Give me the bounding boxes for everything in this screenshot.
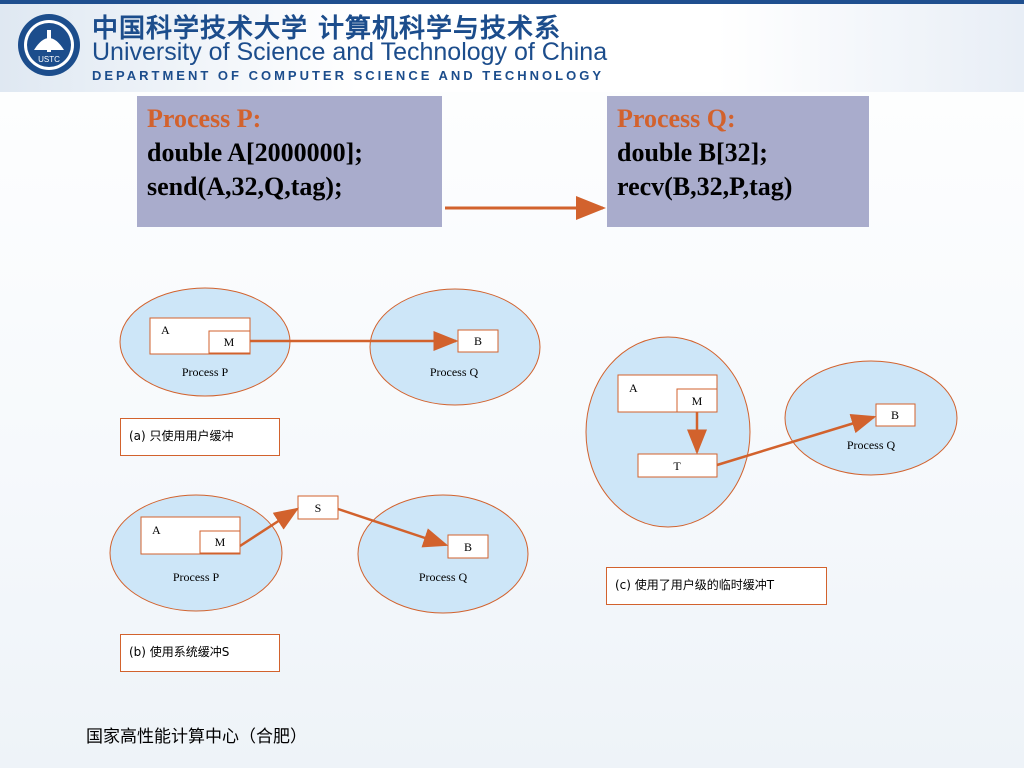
a-buffer-m-label: M <box>224 335 235 349</box>
c-buffer-a-label: A <box>629 381 638 395</box>
c-buffer-m-label: M <box>692 394 703 408</box>
process-q-code-box: Process Q: double B[32]; recv(B,32,P,tag… <box>607 96 869 227</box>
b-arrow-s-to-b <box>337 507 449 548</box>
b-buffer-a-label: A <box>152 523 161 537</box>
b-buffer-s <box>297 495 339 520</box>
a-buffer-b-label: B <box>474 334 482 348</box>
b-buffer-m-label: M <box>215 535 226 549</box>
process-q-line1: double B[32]; <box>617 137 768 167</box>
c-buffer-t-label: T <box>673 459 681 473</box>
university-title-cn: 中国科学技术大学 计算机科学与技术系 <box>92 14 562 44</box>
a-process-q-label: Process Q <box>430 365 479 379</box>
department-title: Department of Computer Science and Techn… <box>92 68 605 83</box>
logo-text: USTC <box>38 55 60 64</box>
a-process-p-label: Process P <box>182 365 229 379</box>
b-buffer-b-label: B <box>464 540 472 554</box>
caption-c: (c) 使用了用户级的临时缓冲T <box>606 567 827 605</box>
b-buffer-m <box>199 530 241 554</box>
b-process-q-ellipse <box>357 494 529 614</box>
c-process-p-ellipse <box>585 336 751 528</box>
process-q-line2: recv(B,32,P,tag) <box>617 171 793 201</box>
b-buffer-s-label: S <box>315 501 322 515</box>
header-strip <box>0 0 1024 4</box>
footer-text: 国家高性能计算中心（合肥） <box>86 727 307 747</box>
process-p-line2: send(A,32,Q,tag); <box>147 171 343 201</box>
c-buffer-b-label: B <box>891 408 899 422</box>
c-arrow-t-to-b <box>716 414 877 467</box>
process-q-title: Process Q: <box>617 104 736 133</box>
b-process-q-label: Process Q <box>419 570 468 584</box>
university-title-en: University of Science and Technology of … <box>92 38 608 66</box>
process-p-title: Process P: <box>147 104 262 133</box>
caption-a: (a) 只使用用户缓冲 <box>120 418 280 456</box>
header-banner: USTC 中国科学技术大学 计算机科学与技术系 University of Sc… <box>0 0 1024 92</box>
caption-b: (b) 使用系统缓冲S <box>120 634 280 672</box>
c-process-q-label: Process Q <box>847 438 896 452</box>
a-buffer-a-label: A <box>161 323 170 337</box>
process-p-line1: double A[2000000]; <box>147 137 363 167</box>
c-buffer-t <box>637 453 718 478</box>
a-process-q-ellipse <box>369 288 541 406</box>
b-process-p-label: Process P <box>173 570 220 584</box>
b-arrow-m-to-s <box>239 507 300 548</box>
process-p-code-box: Process P: double A[2000000]; send(A,32,… <box>137 96 442 227</box>
ustc-logo-icon: USTC <box>18 14 80 76</box>
